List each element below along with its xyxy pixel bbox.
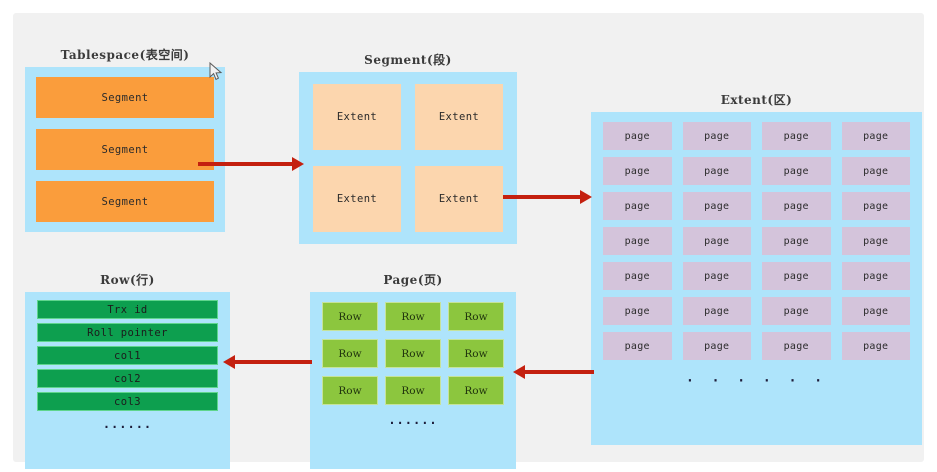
page-box[interactable]: page — [841, 332, 910, 360]
row-field-col3[interactable]: col3 — [37, 392, 218, 411]
tablespace-title: Tablespace(表空间) — [60, 48, 190, 62]
tablespace-group: Tablespace(表空间) Segment Segment Segment — [25, 46, 225, 232]
arrow-tablespace-to-segment — [198, 157, 304, 171]
segment-group: Segment(段) Extent Extent Extent Extent — [299, 51, 517, 244]
page-title: Page(页) — [383, 273, 443, 287]
extent-panel: page page page page page page page page page page… — [591, 112, 922, 445]
row-box[interactable]: Row — [448, 376, 504, 405]
mouse-cursor-icon — [209, 62, 223, 81]
page-box[interactable]: page — [682, 262, 751, 290]
arrow-page-to-row — [223, 355, 312, 369]
extent-box[interactable]: Extent — [415, 84, 503, 150]
page-box[interactable]: page — [603, 297, 672, 325]
page-box[interactable]: page — [603, 157, 672, 185]
page-grid: page page page page page page page page page page… — [603, 122, 910, 360]
page-box[interactable]: page — [603, 262, 672, 290]
page-box[interactable]: page — [682, 332, 751, 360]
row-field-roll-pointer[interactable]: Roll pointer — [37, 323, 218, 342]
page-box[interactable]: page — [603, 332, 672, 360]
arrow-segment-to-extent — [503, 190, 592, 204]
page-box[interactable]: page — [762, 227, 831, 255]
page-box[interactable]: page — [682, 192, 751, 220]
row-box[interactable]: Row — [448, 339, 504, 368]
page-box[interactable]: page — [841, 262, 910, 290]
row-group: Row(行) Trx id Roll pointer col1 col2 col… — [25, 271, 230, 469]
page-box[interactable]: page — [762, 122, 831, 150]
page-box[interactable]: page — [841, 122, 910, 150]
page-more-indicator: ······ — [388, 416, 438, 430]
row-more-indicator: ······ — [102, 420, 153, 434]
extent-box[interactable]: Extent — [313, 166, 401, 232]
page-box[interactable]: page — [603, 227, 672, 255]
row-title: Row(行) — [100, 273, 155, 287]
arrow-extent-to-page — [513, 365, 594, 379]
segment-box[interactable]: Segment — [36, 129, 214, 170]
extent-more-indicator: · · · · · · — [685, 374, 828, 389]
tablespace-panel: Segment Segment Segment — [25, 67, 225, 232]
row-box[interactable]: Row — [322, 339, 378, 368]
segment-panel: Extent Extent Extent Extent — [299, 72, 517, 244]
row-field-trx-id[interactable]: Trx id — [37, 300, 218, 319]
page-box[interactable]: page — [762, 157, 831, 185]
page-box[interactable]: page — [762, 332, 831, 360]
page-box[interactable]: page — [762, 192, 831, 220]
page-box[interactable]: page — [682, 297, 751, 325]
row-box[interactable]: Row — [385, 339, 441, 368]
page-box[interactable]: page — [841, 157, 910, 185]
page-box[interactable]: page — [841, 297, 910, 325]
row-box[interactable]: Row — [448, 302, 504, 331]
segment-box[interactable]: Segment — [36, 181, 214, 222]
page-box[interactable]: page — [682, 227, 751, 255]
extent-box[interactable]: Extent — [313, 84, 401, 150]
extent-box[interactable]: Extent — [415, 166, 503, 232]
segment-title: Segment(段) — [364, 53, 452, 67]
page-box[interactable]: page — [603, 122, 672, 150]
row-box[interactable]: Row — [385, 376, 441, 405]
page-box[interactable]: page — [762, 262, 831, 290]
page-box[interactable]: page — [762, 297, 831, 325]
page-box[interactable]: page — [682, 157, 751, 185]
page-box[interactable]: page — [841, 192, 910, 220]
page-box[interactable]: page — [603, 192, 672, 220]
row-box[interactable]: Row — [322, 302, 378, 331]
row-box[interactable]: Row — [322, 376, 378, 405]
row-field-col2[interactable]: col2 — [37, 369, 218, 388]
segment-box[interactable]: Segment — [36, 77, 214, 118]
extent-title: Extent(区) — [720, 93, 793, 107]
page-box[interactable]: page — [682, 122, 751, 150]
row-box[interactable]: Row — [385, 302, 441, 331]
diagram-canvas: Tablespace(表空间) Segment Segment Segment … — [13, 13, 924, 469]
page-box[interactable]: page — [841, 227, 910, 255]
row-panel: Trx id Roll pointer col1 col2 col3 ·····… — [25, 292, 230, 469]
row-field-col1[interactable]: col1 — [37, 346, 218, 365]
